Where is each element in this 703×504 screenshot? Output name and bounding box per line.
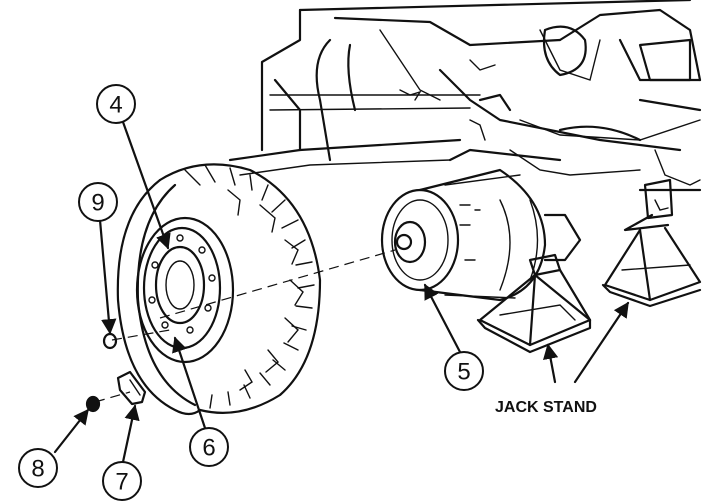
leader-8 xyxy=(53,408,90,454)
callout-8: 8 xyxy=(18,448,58,488)
leader-jack-left xyxy=(543,343,559,384)
brake-drum-hub xyxy=(380,168,582,302)
callout-4-number: 4 xyxy=(109,92,122,119)
leader-7 xyxy=(121,404,140,464)
tire-tread xyxy=(184,164,315,409)
callout-9: 9 xyxy=(78,182,118,222)
nut-centerline xyxy=(94,391,131,403)
nut-part xyxy=(85,395,101,413)
vehicle-body xyxy=(228,0,702,192)
jack-stand-right xyxy=(601,178,702,308)
leader-9 xyxy=(98,218,117,335)
callout-5-number: 5 xyxy=(457,359,470,386)
jack-stand-left xyxy=(476,253,592,354)
wheel-stud-holes xyxy=(148,234,216,334)
leader-4 xyxy=(121,120,171,250)
callout-9-number: 9 xyxy=(91,190,104,217)
leader-jack-right xyxy=(573,301,630,384)
callout-6-number: 6 xyxy=(202,435,215,462)
callout-7-number: 7 xyxy=(115,469,128,496)
callout-5: 5 xyxy=(444,351,484,391)
leader-5 xyxy=(423,283,462,354)
callout-6: 6 xyxy=(189,427,229,467)
tire-and-wheel xyxy=(116,163,322,416)
callout-4: 4 xyxy=(96,84,136,124)
callout-8-number: 8 xyxy=(31,456,44,483)
callout-7: 7 xyxy=(102,461,142,501)
jack-stand-label: JACK STAND xyxy=(495,399,597,416)
leader-6 xyxy=(172,336,207,430)
washer-part xyxy=(102,332,118,350)
clamp-part xyxy=(116,370,147,406)
stud-centerline xyxy=(111,329,171,341)
axle-centerline xyxy=(159,249,396,319)
